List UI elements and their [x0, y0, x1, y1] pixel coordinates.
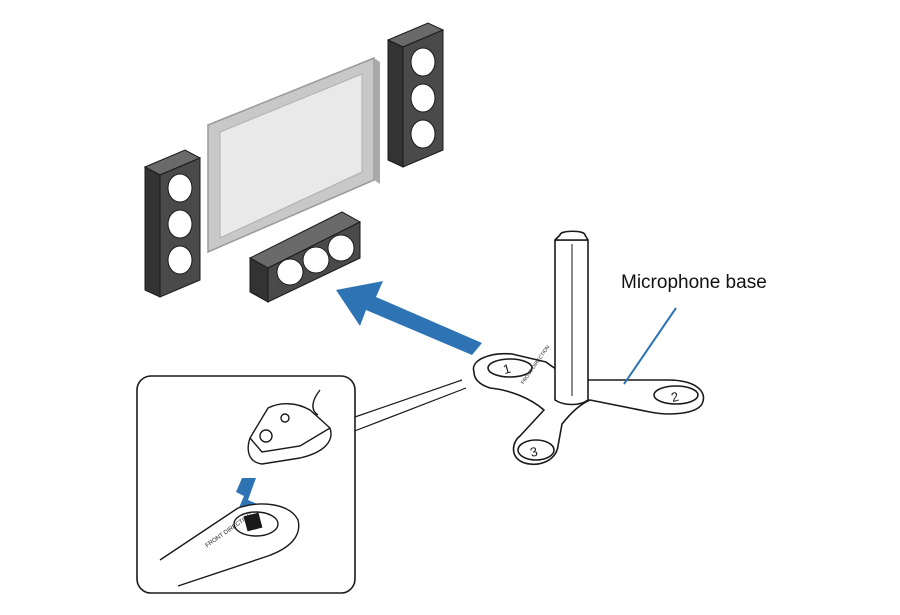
front-left-speaker [143, 149, 202, 298]
microphone-unit [247, 389, 332, 465]
microphone-base [472, 230, 705, 466]
arrow-up-left-icon [336, 281, 482, 355]
foot-2-label: 2 [669, 389, 680, 405]
foot-1-label: 1 [501, 361, 512, 377]
tv-screen [207, 56, 380, 254]
zoom-lines [351, 379, 467, 433]
foot-3-label: 3 [528, 444, 539, 460]
callout-leader-line [623, 307, 677, 385]
callout-label: Microphone base [621, 272, 767, 293]
inset-detail: FRONT DIRECTION [136, 375, 356, 594]
inset-stand-foot [159, 503, 300, 587]
callout: Microphone base [621, 272, 767, 385]
front-right-speaker [386, 22, 445, 168]
center-speaker [248, 211, 362, 303]
